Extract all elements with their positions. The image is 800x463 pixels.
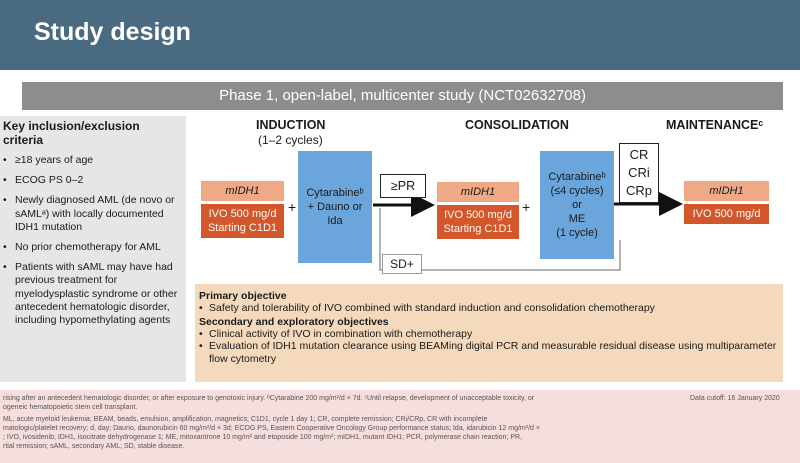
induction-dose-line2: Starting C1D1: [207, 222, 278, 234]
primary-objective-title: Primary objective: [199, 290, 287, 302]
induction-dose-line1: IVO 500 mg/d: [208, 208, 277, 220]
footnote-line: rising after an antecedent hematologic d…: [3, 395, 535, 402]
header-bar: Study design: [0, 0, 800, 70]
consolidation-chemo-line: (1 cycle): [556, 227, 598, 239]
maintenance-dose: IVO 500 mg/d: [684, 204, 769, 224]
footnote-line: ML, acute myeloid leukemia; BEAM, beads,…: [3, 416, 488, 423]
footnote-line: rtial remission; sAML, secondary AML; SD…: [3, 443, 185, 450]
criteria-item: No prior chemotherapy for AML: [3, 241, 182, 254]
response-pr-box: ≥PR: [380, 174, 426, 198]
consolidation-chemo-line: ME: [568, 213, 586, 225]
consolidation-chemo-box: Cytarabineᵇ (≤4 cycles) or ME (1 cycle): [540, 151, 614, 259]
sd-loop-line: [379, 208, 621, 271]
objectives-panel: Primary objective Safety and tolerabilit…: [195, 284, 783, 382]
criteria-panel: Key inclusion/exclusion criteria ≥18 yea…: [0, 116, 186, 382]
response-cr-box: CR CRi CRp: [619, 143, 659, 203]
secondary-objective-item: Clinical activity of IVO in combination …: [199, 328, 779, 341]
criteria-list: ≥18 years of age ECOG PS 0–2 Newly diagn…: [0, 154, 182, 334]
maintenance-label: MAINTENANCEᶜ: [666, 118, 764, 132]
criteria-item: Newly diagnosed AML (de novo or sAMLᵃ) w…: [3, 194, 182, 234]
consolidation-dose-line1: IVO 500 mg/d: [444, 209, 512, 221]
maintenance-mutation: mIDH1: [684, 181, 769, 201]
footnote-line: matologic/platelet recovery; d, day; Dau…: [3, 425, 540, 432]
consolidation-chemo-line: (≤4 cycles): [550, 185, 604, 197]
induction-label: INDUCTION: [256, 118, 326, 132]
consolidation-mutation-text: mIDH1: [460, 186, 496, 198]
consolidation-dose: IVO 500 mg/d Starting C1D1: [437, 205, 519, 239]
consolidation-mutation: mIDH1: [437, 182, 519, 202]
induction-mutation-text: mIDH1: [225, 185, 260, 197]
consolidation-chemo-line: or: [572, 199, 582, 211]
plus-sign: +: [288, 199, 297, 215]
induction-dose: IVO 500 mg/d Starting C1D1: [201, 204, 284, 238]
response-sd-box: SD+: [382, 254, 422, 274]
plus-sign: +: [522, 199, 531, 215]
consolidation-chemo-line: Cytarabineᵇ: [548, 171, 606, 183]
criteria-item: Patients with sAML may have had previous…: [3, 261, 182, 327]
footnote-line: ; IVO, ivosidenib; IDH1, isocitrate dehy…: [3, 434, 523, 441]
induction-chemo-box: Cytarabineᵇ + Dauno or Ida: [298, 151, 372, 263]
secondary-objectives-title: Secondary and exploratory objectives: [199, 315, 389, 328]
induction-chemo-text: Cytarabineᵇ + Dauno or Ida: [306, 187, 364, 227]
response-cr: CR: [629, 147, 649, 162]
secondary-objective-item: Evaluation of IDH1 mutation clearance us…: [199, 340, 779, 365]
slide-title: Study design: [34, 18, 191, 46]
response-crp: CRp: [625, 183, 652, 198]
maintenance-mutation-text: mIDH1: [709, 185, 744, 197]
consolidation-label: CONSOLIDATION: [465, 118, 569, 132]
phase-banner: Phase 1, open-label, multicenter study (…: [22, 82, 783, 110]
induction-cycles: (1–2 cycles): [258, 133, 323, 147]
response-cri: CRi: [628, 165, 650, 180]
footnote-line: ogeneic hematopoietic stem cell transpla…: [3, 404, 138, 411]
criteria-item: ECOG PS 0–2: [3, 174, 182, 187]
consolidation-dose-line2: Starting C1D1: [443, 223, 513, 235]
data-cutoff: Data cutoff: 16 January 2020: [690, 395, 780, 402]
induction-mutation: mIDH1: [201, 181, 284, 201]
primary-objective-item: Safety and tolerability of IVO combined …: [199, 302, 779, 315]
criteria-item: ≥18 years of age: [3, 154, 182, 167]
criteria-title: Key inclusion/exclusion criteria: [3, 119, 140, 147]
footnote-area: rising after an antecedent hematologic d…: [0, 390, 800, 463]
